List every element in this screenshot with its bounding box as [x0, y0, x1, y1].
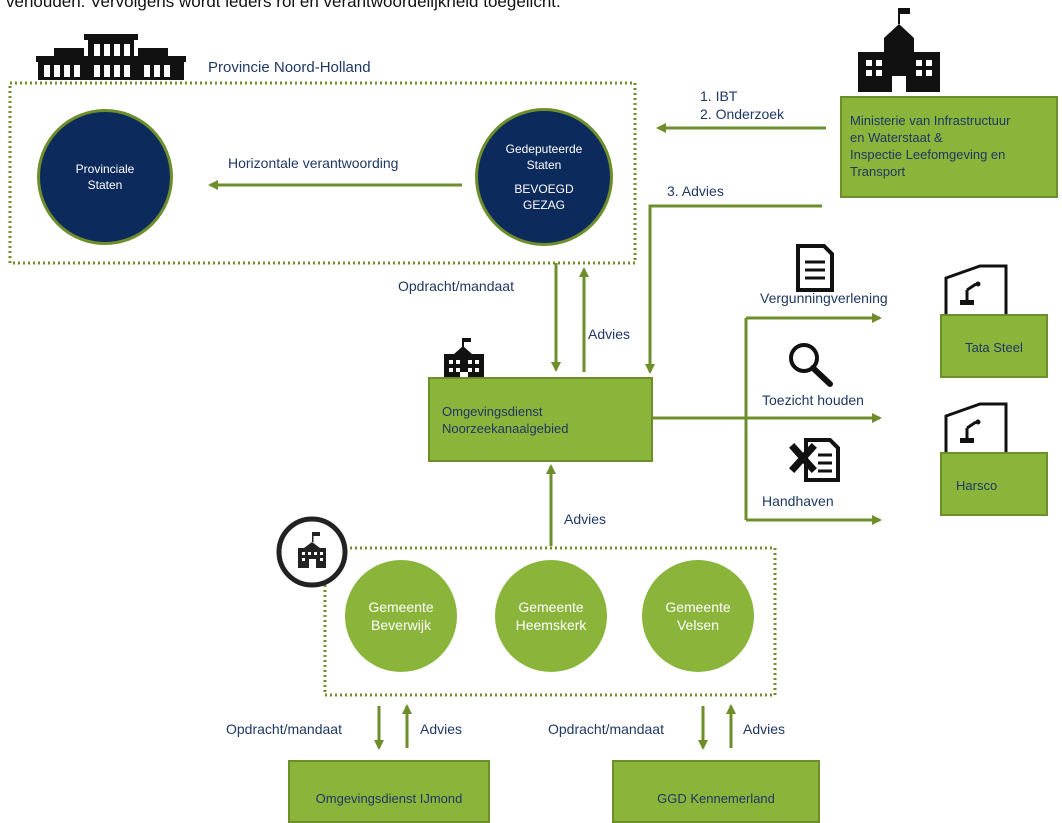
gs-line2: Staten: [526, 158, 562, 172]
document-icon: [796, 244, 834, 292]
advies-ministry-arrow: [645, 204, 822, 374]
intro-text: vehouden. Vervolgens wordt ieders rol en…: [6, 0, 561, 11]
municipalities-border: [323, 546, 777, 697]
ministry-line2: en Waterstaat &: [850, 130, 943, 145]
onderzoek-label: 2. Onderzoek: [700, 106, 785, 122]
tata-steel-box: Tata Steel: [940, 314, 1048, 378]
advies-od-label: Advies: [588, 326, 631, 342]
gedeputeerde-staten-circle: Gedeputeerde Staten BEVOEGD GEZAG: [475, 108, 613, 246]
od-nzkg-box: Omgevingsdienst Noorzeekanaalgebied: [428, 377, 653, 462]
harsco-label: Harsco: [956, 478, 998, 493]
gs-line1: Gedeputeerde: [505, 142, 583, 156]
municipality-building-icon: [276, 516, 348, 588]
ministry-line4: Transport: [850, 164, 906, 179]
ministry-advies-label: 3. Advies: [667, 183, 724, 199]
right-advies-label: Advies: [743, 721, 786, 737]
municipal-advies-label: Advies: [564, 511, 607, 527]
od-building-icon: [444, 338, 484, 382]
gemeente-velsen-circle: Gemeente Velsen: [642, 560, 754, 672]
ministry-line1: Ministerie van Infrastructuur: [850, 113, 1011, 128]
factory-robot-icon-harsco: [944, 402, 1008, 452]
harsco-box: Harsco: [940, 452, 1048, 516]
tata-steel-label: Tata Steel: [965, 340, 1023, 355]
gs-line4: GEZAG: [522, 198, 565, 212]
beverwijk-line2: Beverwijk: [371, 617, 431, 633]
province-border: [8, 81, 637, 265]
left-advies-label: Advies: [420, 721, 463, 737]
province-label: Provincie Noord-Holland: [208, 59, 371, 76]
ministry-line3: Inspectie Leefomgeving en: [850, 147, 1006, 162]
ministry-box: Ministerie van Infrastructuur en Waterst…: [840, 96, 1058, 198]
velsen-line1: Gemeente: [665, 599, 731, 615]
ibt-label: 1. IBT: [700, 88, 738, 104]
delete-document-icon: [789, 438, 840, 482]
gemeente-beverwijk-circle: Gemeente Beverwijk: [345, 560, 457, 672]
gs-line3: BEVOEGD: [514, 182, 574, 196]
beverwijk-line1: Gemeente: [368, 599, 434, 615]
left-opdracht-label: Opdracht/mandaat: [226, 721, 342, 737]
provinciale-staten-circle: Provinciale Staten: [37, 109, 173, 245]
od-ijmond-label: Omgevingsdienst IJmond: [315, 791, 463, 806]
velsen-line2: Velsen: [676, 617, 720, 633]
vergunningverlening-label: Vergunningverlening: [760, 290, 888, 306]
right-opdracht-label: Opdracht/mandaat: [548, 721, 664, 737]
provinciale-staten-line1: Provinciale: [75, 162, 135, 176]
od-ijmond-box: Omgevingsdienst IJmond: [288, 760, 490, 823]
ggd-label: GGD Kennemerland: [657, 791, 775, 806]
heemskerk-line2: Heemskerk: [515, 617, 587, 633]
provinciale-staten-line2: Staten: [87, 178, 123, 192]
ggd-box: GGD Kennemerland: [612, 760, 820, 823]
handhaven-label: Handhaven: [762, 493, 834, 509]
ministry-building-icon: [858, 8, 940, 92]
toezicht-houden-label: Toezicht houden: [762, 392, 864, 408]
od-nzkg-line1: Omgevingsdienst: [442, 404, 543, 419]
factory-robot-icon-tata: [944, 264, 1008, 314]
opdracht-mandaat-label: Opdracht/mandaat: [398, 278, 514, 294]
od-nzkg-line2: Noorzeekanaalgebied: [442, 421, 569, 436]
gemeente-heemskerk-circle: Gemeente Heemskerk: [495, 560, 607, 672]
province-building-icon: [36, 34, 186, 80]
magnifier-icon: [789, 343, 833, 387]
horizontale-verantwoording-label: Horizontale verantwoording: [228, 155, 399, 171]
heemskerk-line1: Gemeente: [518, 599, 584, 615]
